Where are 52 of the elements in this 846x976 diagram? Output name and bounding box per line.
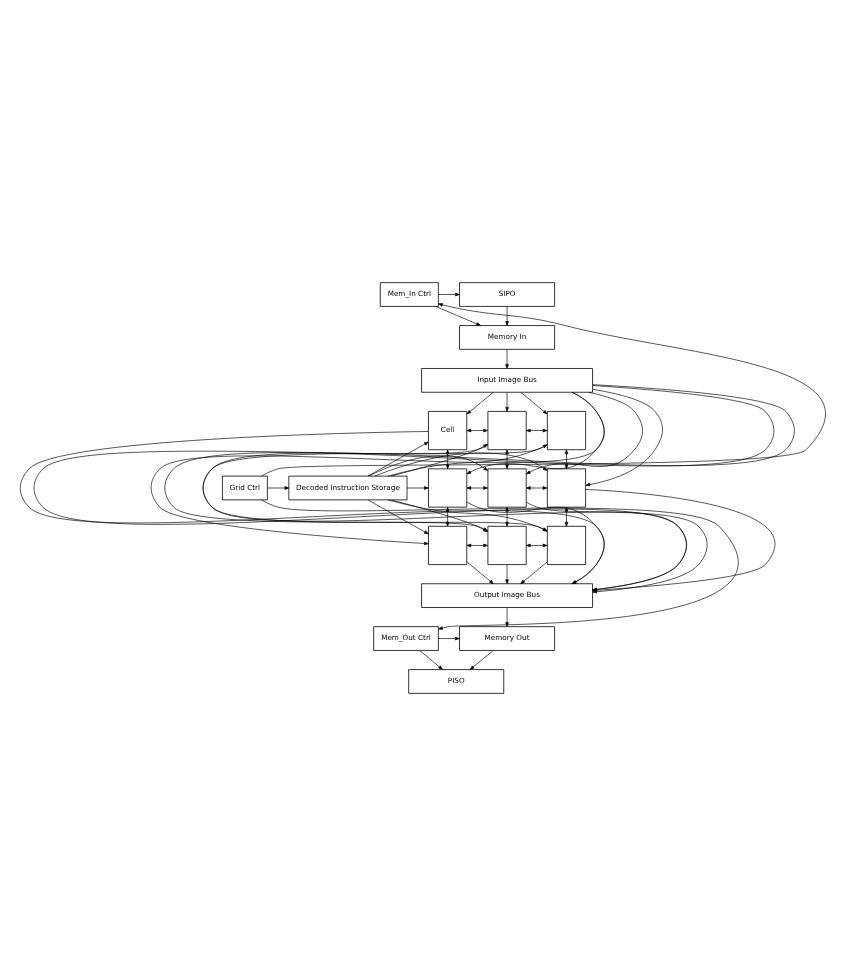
arrow (445, 449, 450, 470)
arrow (505, 349, 509, 369)
arrow (505, 507, 509, 527)
node-box (546, 468, 587, 508)
arrow (520, 561, 548, 585)
arrow (261, 303, 826, 477)
arrow (466, 501, 605, 585)
arrow (267, 486, 290, 490)
arrow (466, 543, 488, 548)
arrow (391, 499, 488, 532)
arrow (526, 543, 548, 548)
node-box (487, 411, 527, 451)
arrow (466, 561, 494, 585)
node-box (546, 411, 587, 451)
arrow (368, 455, 489, 477)
arrow (367, 499, 429, 535)
node-box (428, 525, 468, 565)
arrow (445, 507, 450, 527)
arrow (564, 507, 569, 527)
arrow (466, 392, 494, 415)
arrow (387, 444, 548, 477)
arrow (505, 564, 509, 585)
arrow (505, 607, 509, 627)
arrow (435, 306, 481, 326)
arrow (526, 428, 548, 433)
arrow (374, 452, 548, 477)
arrow (526, 391, 643, 475)
node-box (487, 468, 527, 508)
arrow (505, 449, 509, 470)
arrow (505, 306, 509, 326)
arrow (564, 449, 569, 470)
arrow (261, 499, 738, 630)
arrow (466, 428, 488, 433)
arrow (469, 650, 494, 670)
node-box (487, 525, 527, 565)
node-box (546, 525, 587, 565)
arrow (150, 391, 605, 546)
arrow (585, 388, 663, 487)
arrow (367, 441, 429, 477)
arrow (505, 392, 509, 412)
arrow (466, 486, 488, 490)
arrow (406, 486, 429, 490)
arrow (438, 636, 460, 641)
arrow (466, 391, 605, 475)
arrow (438, 292, 460, 297)
arrow (391, 444, 488, 477)
arrow (19, 431, 605, 585)
arrow (387, 499, 548, 532)
arrow (526, 486, 548, 490)
node-box (428, 468, 468, 508)
arrow (520, 392, 548, 415)
arrow (419, 650, 443, 670)
